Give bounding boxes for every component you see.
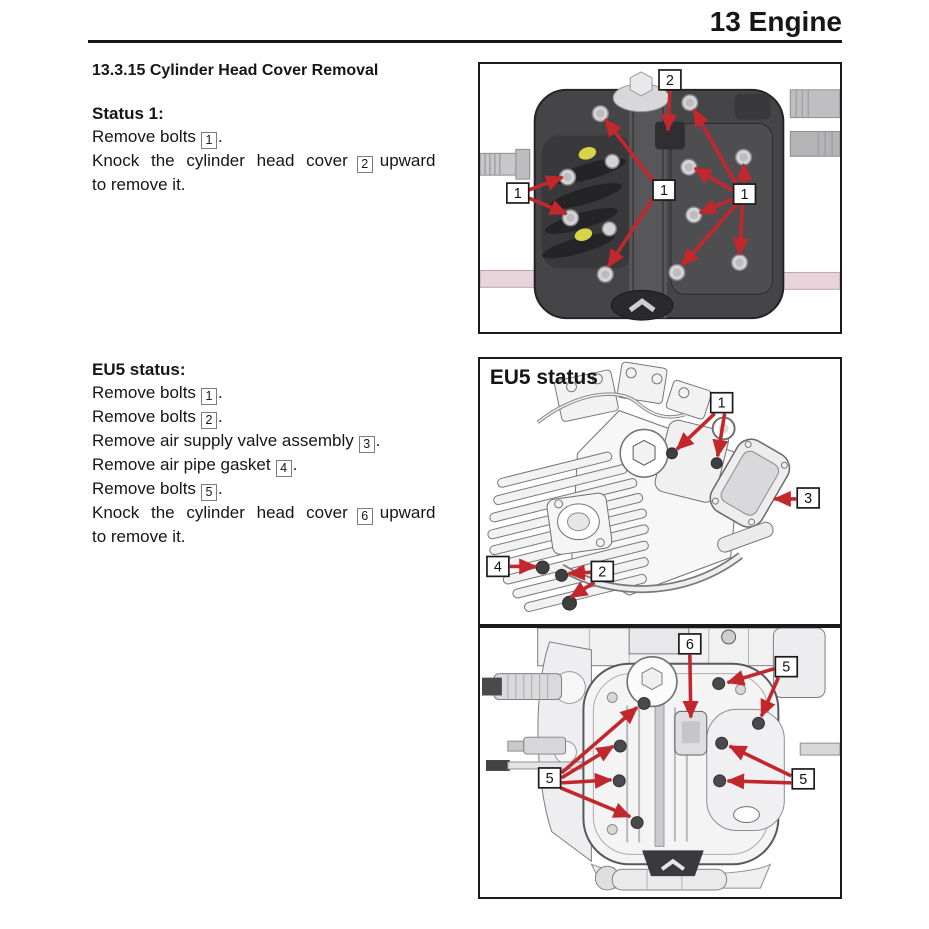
top-brackets [554, 361, 712, 422]
target-bolts [535, 447, 723, 611]
callout-ref-1: 1 [200, 132, 217, 150]
callout-box-1-left: 1 [506, 182, 530, 204]
callout-box-2: 2 [658, 69, 682, 91]
figure-label: EU5 status [490, 366, 598, 389]
instruction-text: Remove air pipe gasket [92, 455, 271, 475]
air-supply-valve-assembly [709, 438, 791, 528]
callout-box-5-right: 5 [791, 768, 815, 790]
svg-text:1: 1 [660, 183, 668, 199]
instruction-text: . [217, 407, 223, 427]
callout-ref-2: 2 [356, 156, 373, 174]
shafts [481, 673, 840, 771]
status1-heading: Status 1: [92, 104, 164, 123]
callout-arrows [559, 654, 793, 819]
instruction-text: . [217, 479, 223, 499]
callout-ref-4: 4 [275, 460, 292, 478]
pipe-clamp [717, 521, 774, 553]
callout-box-5-topright: 5 [774, 655, 799, 678]
instruction-text: upward [379, 503, 436, 523]
callout-ref-1: 1 [200, 388, 217, 406]
instruction-line: to remove it. [92, 527, 186, 547]
callout-box-4: 4 [486, 555, 510, 578]
engine-illustration-lineart: EU5 status 1 3 4 2 [486, 361, 820, 612]
svg-text:5: 5 [799, 772, 807, 788]
instruction-text: . [217, 127, 223, 147]
eu5-heading: EU5 status: [92, 360, 186, 379]
instruction-text: . [375, 431, 381, 451]
callout-ref-6: 6 [356, 508, 373, 526]
svg-text:3: 3 [804, 491, 812, 507]
svg-text:2: 2 [598, 564, 606, 580]
callout-arrows [528, 90, 753, 268]
instruction-text: Remove bolts [92, 479, 196, 499]
svg-text:1: 1 [514, 186, 522, 202]
instruction-text: Remove bolts [92, 127, 196, 147]
instruction-text: Remove bolts [92, 407, 196, 427]
instruction-text: Remove air supply valve assembly [92, 431, 354, 451]
figure-status1-cylinder-head: 2 1 1 1 [478, 62, 842, 334]
valve-cover [582, 655, 785, 891]
callout-box-3: 3 [796, 487, 820, 509]
engine-illustration-lineart-top: 6 5 5 5 [481, 628, 840, 891]
callout-box-1-right: 1 [732, 183, 757, 205]
callout-ref-5: 5 [200, 484, 217, 502]
instruction-text: . [292, 455, 298, 475]
svg-text:5: 5 [546, 771, 554, 787]
callout-box-1-center: 1 [652, 179, 676, 201]
instruction-text: upward [379, 151, 436, 171]
figure-eu5-head-cover-top: 6 5 5 5 [478, 626, 842, 899]
instruction-text: Remove bolts [92, 383, 196, 403]
callout-box-6: 6 [678, 633, 702, 655]
svg-text:4: 4 [494, 559, 502, 575]
callout-box-1: 1 [709, 391, 734, 414]
target-bolts [612, 677, 765, 830]
callout-arrows [509, 412, 797, 599]
instruction-line: Knock the cylinder head cover 6 upward [92, 501, 461, 526]
header-rule [88, 40, 842, 43]
instruction-line: Knock the cylinder head cover 2 upward [92, 149, 461, 174]
section-title: 13.3.15 Cylinder Head Cover Removal [92, 62, 379, 79]
svg-text:1: 1 [718, 396, 726, 412]
figure-eu5-cylinder-head: EU5 status 1 3 4 2 [478, 357, 842, 626]
instruction-line: to remove it. [92, 175, 186, 195]
instruction-text: Knock the cylinder head cover [92, 503, 348, 523]
shafts [480, 89, 840, 290]
instruction-text: Knock the cylinder head cover [92, 151, 348, 171]
bolts [558, 94, 753, 284]
engine-illustration-dark: 2 1 1 1 [480, 69, 840, 321]
svg-text:2: 2 [666, 73, 674, 89]
svg-text:5: 5 [782, 660, 790, 676]
head-body [487, 361, 791, 612]
callout-ref-2: 2 [200, 412, 217, 430]
callout-box-5-left: 5 [537, 767, 562, 789]
svg-text:1: 1 [741, 187, 749, 203]
chapter-title: 13 Engine [709, 6, 842, 37]
svg-text:6: 6 [686, 637, 694, 653]
callout-box-2: 2 [590, 560, 615, 583]
instruction-text: . [217, 383, 223, 403]
callout-ref-3: 3 [358, 436, 375, 454]
